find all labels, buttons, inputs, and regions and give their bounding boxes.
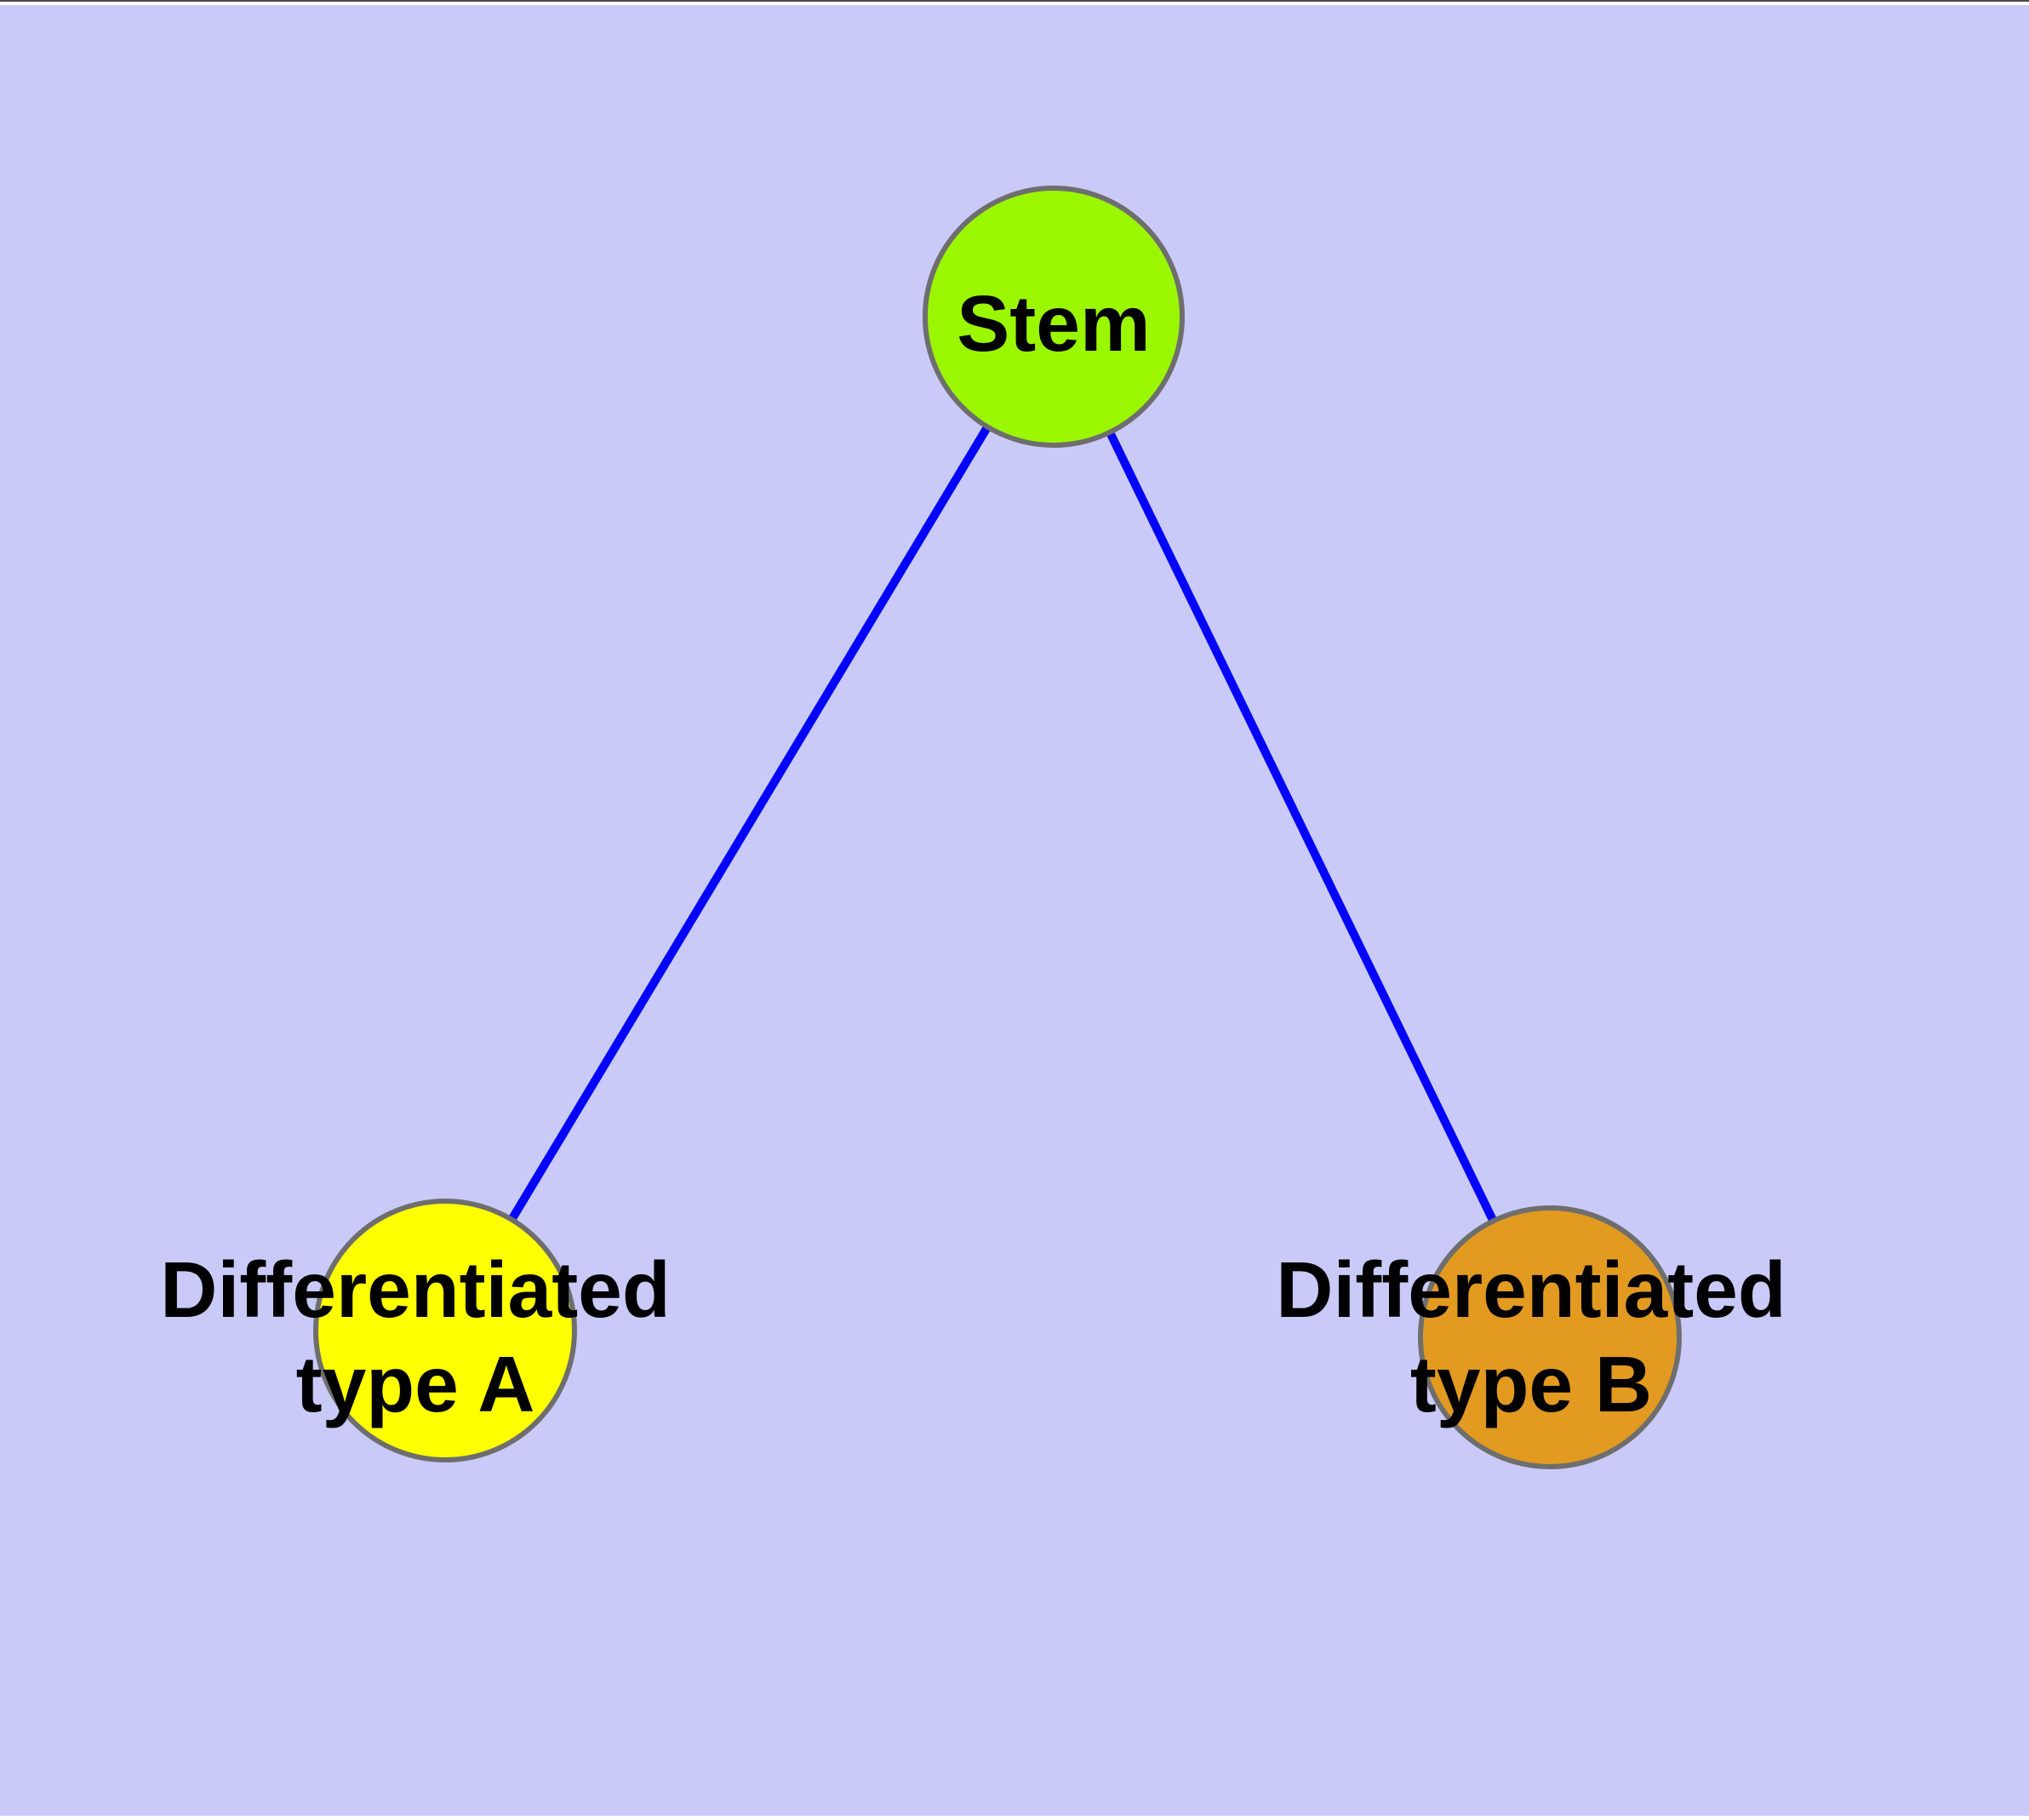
top-edge-white-strip (0, 2, 2029, 5)
node-typeA-label-line2: type A (296, 1340, 535, 1428)
edge-stem-to-typeB (1049, 314, 1554, 1340)
node-stem-label: Stem (957, 279, 1150, 368)
bottom-edge-white-strip (0, 1816, 2029, 1820)
node-typeB-label-line1: Differentiated (1276, 1245, 1786, 1334)
node-differentiated-type-a (313, 1199, 577, 1462)
edge-stem-to-typeA (441, 314, 1058, 1333)
top-edge-hairline (0, 0, 2029, 2)
node-typeA-label-line1: Differentiated (160, 1245, 670, 1334)
node-stem (923, 186, 1185, 448)
node-differentiated-type-b (1418, 1205, 1682, 1469)
node-typeB-label-line2: type B (1410, 1340, 1652, 1428)
